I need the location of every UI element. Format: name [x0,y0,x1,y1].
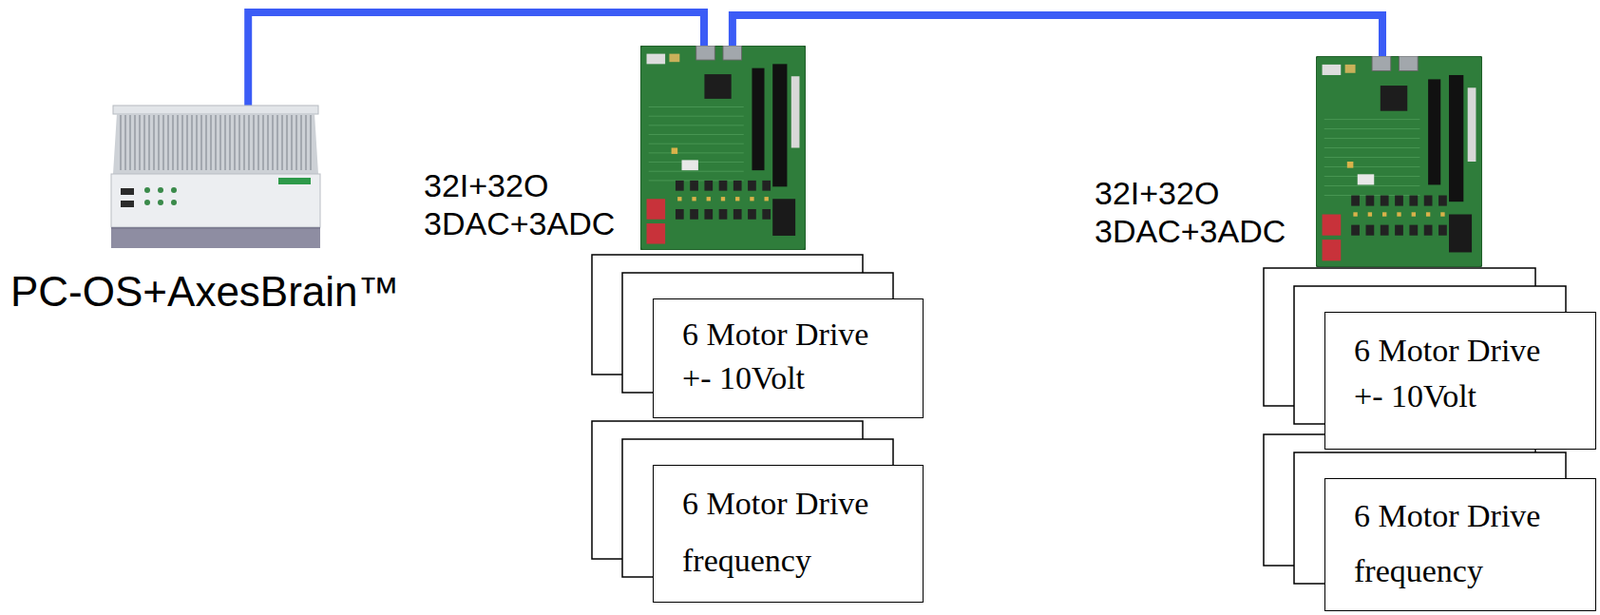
industrial-pc [107,94,324,250]
node-text: 3DAC+3ADC [1094,211,1286,250]
io-board-node: 32I+32O3DAC+3ADC [640,45,806,250]
node-text: 6 Motor Drive frequency [682,475,870,590]
node-label-group: PC-OS+AxesBrain™ [10,267,400,316]
motor-drive-box: 6 Motor Drive frequency [652,464,924,603]
motor-drive-box: 6 Motor Drive frequency [1324,477,1597,611]
node-label-group: 32I+32O3DAC+3ADC [423,166,615,243]
node-text: 6 Motor Drive +- 10Volt [1353,327,1542,420]
motor-drive-box: 6 Motor Drive +- 10Volt [652,298,924,419]
node-text: 6 Motor Drive frequency [1353,488,1542,599]
node-text: PC-OS+AxesBrain™ [10,267,400,316]
motor-drive-box: 6 Motor Drive +- 10Volt [1324,311,1597,450]
pc-node: PC-OS+AxesBrain™ [107,94,324,250]
controller-board [1315,56,1483,267]
node-text: 32I+32O [423,166,615,205]
node-text: 32I+32O [1094,173,1286,212]
network-cable [732,15,1383,58]
node-label-group: 32I+32O3DAC+3ADC [1094,173,1286,250]
node-text: 6 Motor Drive +- 10Volt [682,312,870,400]
controller-board [640,45,806,250]
node-text: 3DAC+3ADC [423,204,615,243]
io-board-node: 32I+32O3DAC+3ADC [1315,56,1483,267]
network-cable [247,12,705,110]
